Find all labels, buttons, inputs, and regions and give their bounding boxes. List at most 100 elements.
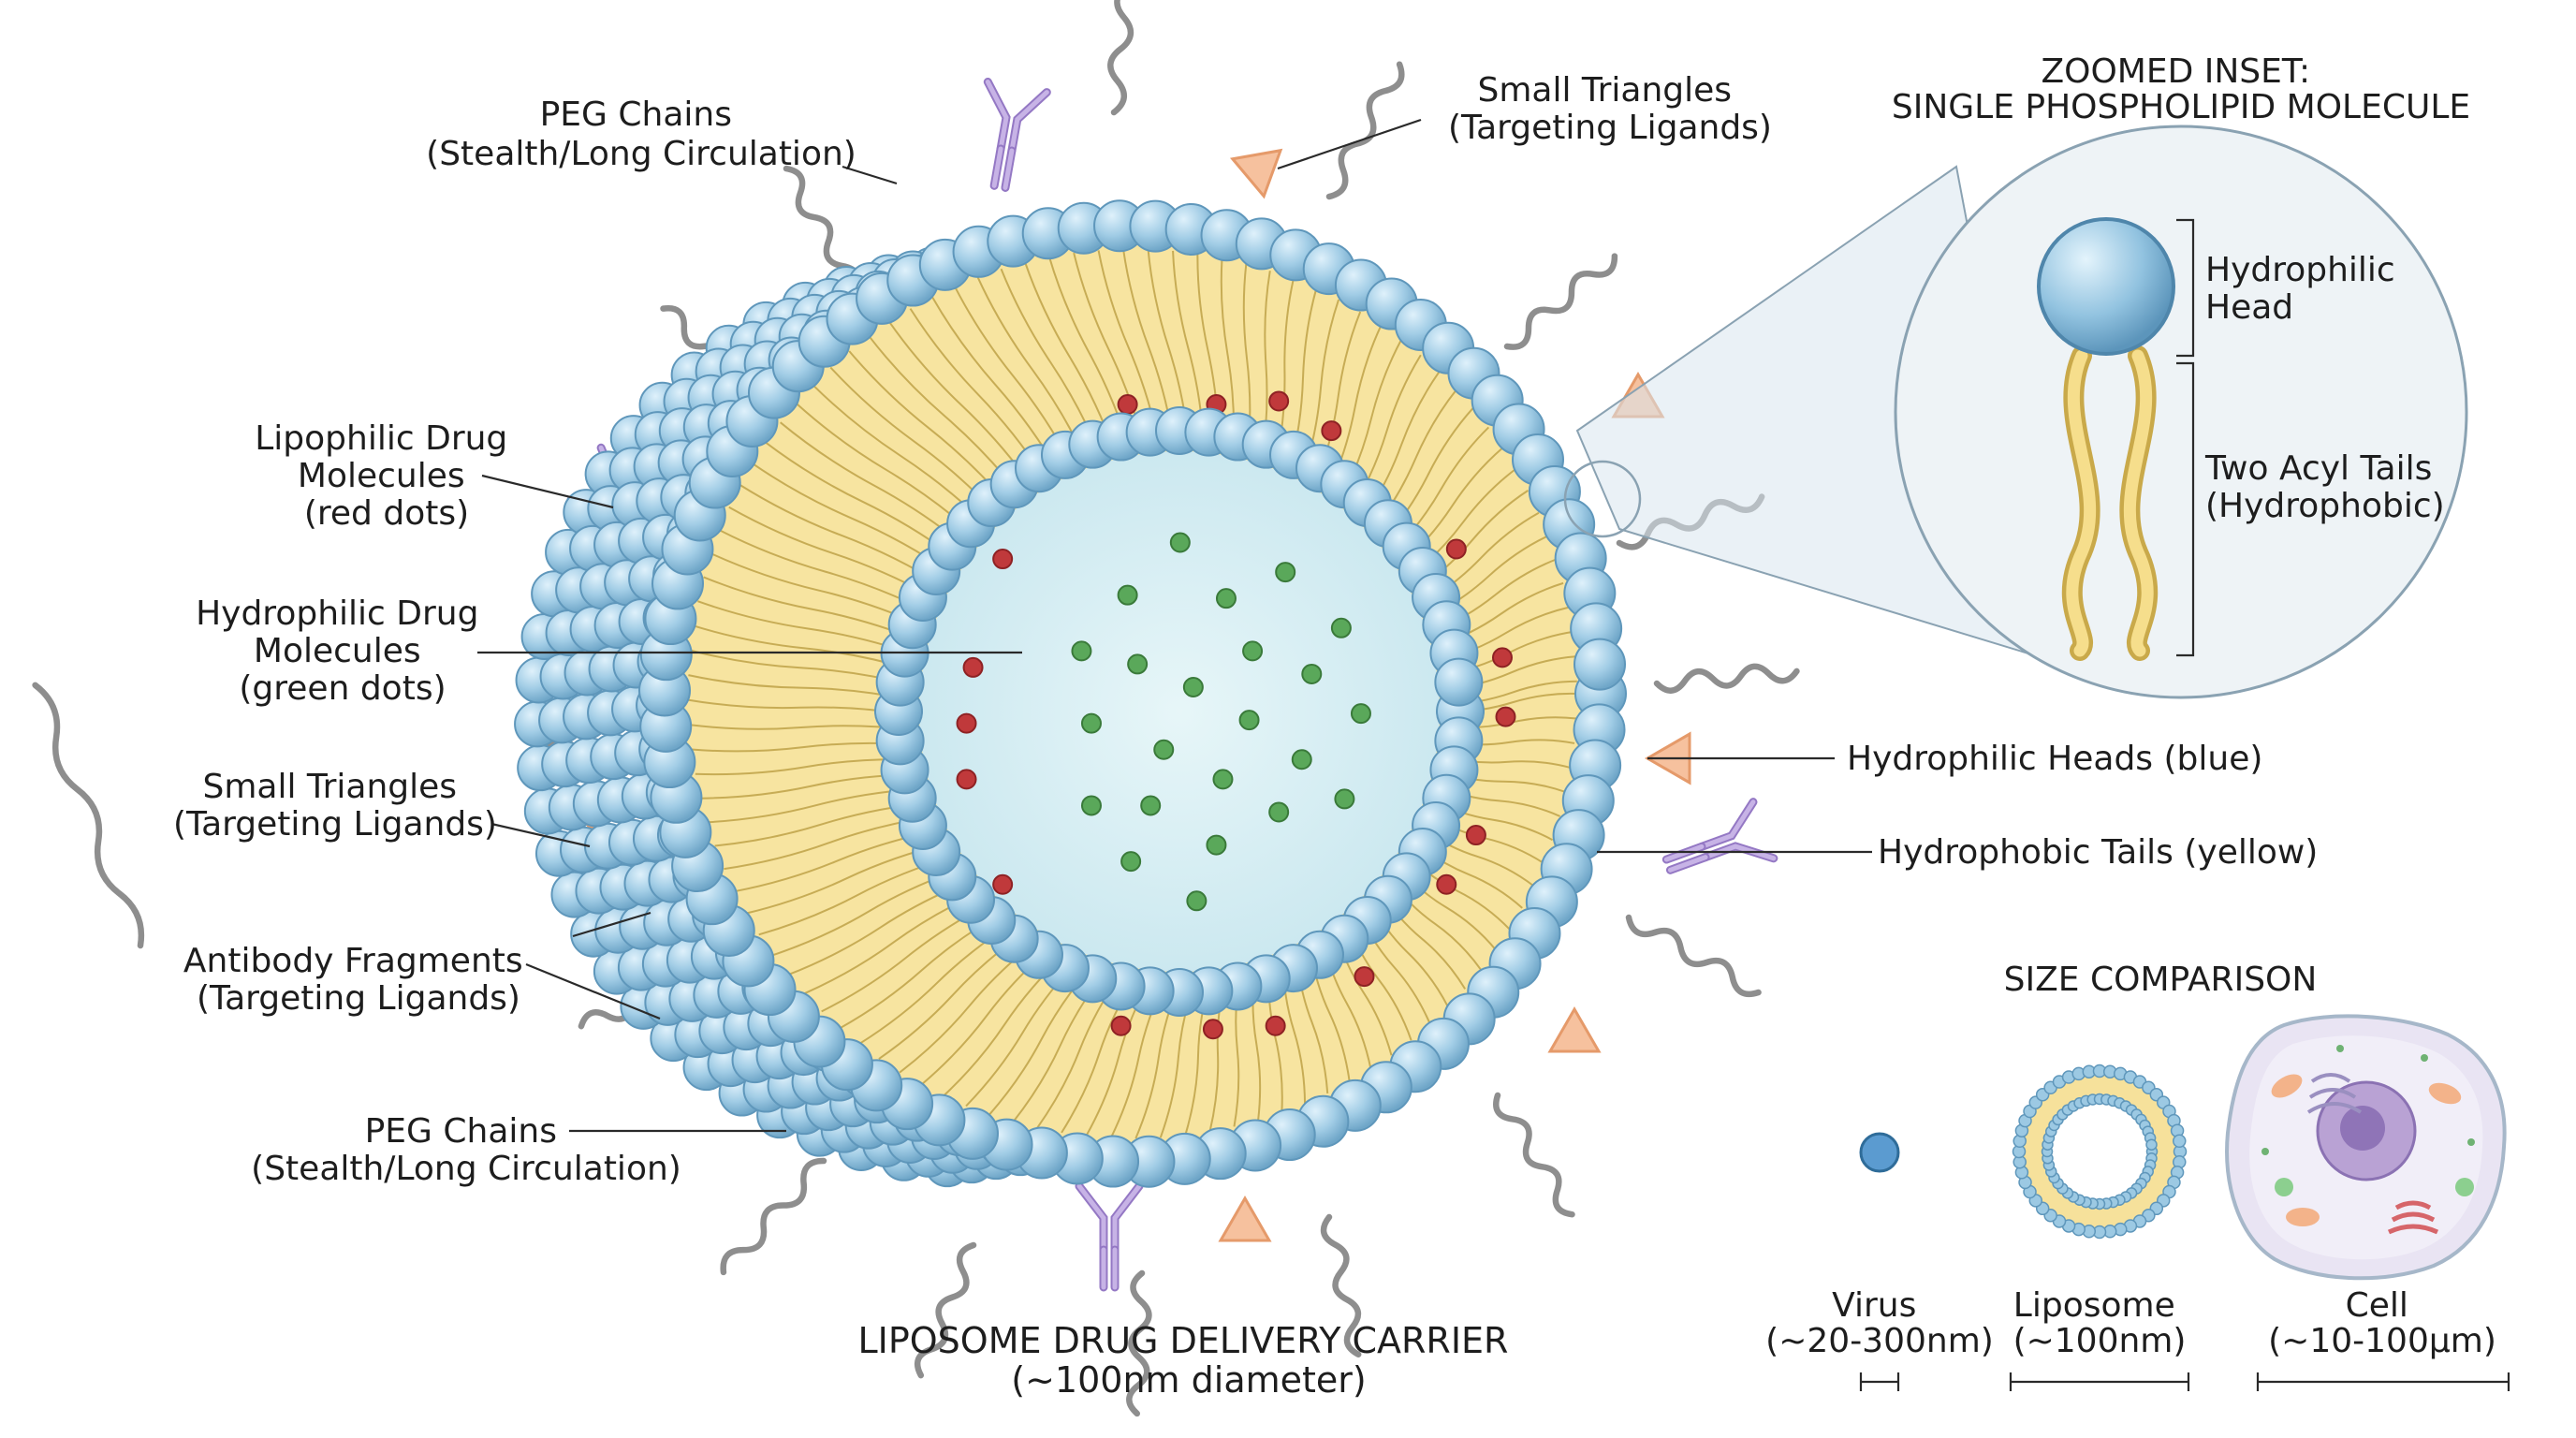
hydrophilic-drug-dot [1334,788,1355,810]
peg-chain [1107,0,1134,116]
hydrophilic-drug-dot [1238,710,1260,731]
acyl-tail-1-fill [2066,349,2097,657]
label-antibody-fragments: Antibody Fragments (Targeting Ligands) [183,942,534,1018]
hydrophilic-drug-dot [1127,653,1149,675]
label-peg-top: PEG Chains (Stealth/Long Circulation) [426,95,856,173]
drug-molecules [956,390,1516,1040]
label-hydrophilic-heads: Hydrophilic Heads (blue) [1847,740,2262,778]
inner-head-bead [1434,657,1484,707]
hydrophilic-drug-dot [1215,588,1237,609]
peg-chain [1493,1092,1575,1218]
hydrophilic-drug-dot [1169,532,1191,553]
virus-label: Virus (~20-300nm) [1765,1286,1994,1360]
lipophilic-drug-dot [1354,966,1375,988]
label-hydrophobic-tails: Hydrophobic Tails (yellow) [1878,833,2318,872]
antibody-stem-highlight [1101,1247,1118,1290]
hydrophilic-drug-dot [1301,663,1323,684]
inner-leaflet-heads [874,406,1485,1017]
lipophilic-drug-dot [1465,825,1486,846]
inset-tail-label: Two Acyl Tails (Hydrophobic) [2204,449,2445,525]
lipophilic-drug-dot [1268,390,1290,412]
antibody-fragment [1661,798,1778,874]
peg-chain [720,1157,827,1276]
label-peg-bottom: PEG Chains (Stealth/Long Circulation) [251,1112,681,1188]
lipophilic-drug-dot [956,712,977,734]
head-bracket [2176,218,2195,358]
leader-lines [477,118,1872,1133]
zoom-inset: Hydrophilic Head Two Acyl Tails (Hydroph… [1563,52,2470,699]
hydrophilic-drug-dot [1242,640,1264,662]
hydrophilic-drug-dot [1153,739,1175,760]
hydrophilic-drug-dot [1275,562,1296,583]
peg-chain [1320,1213,1362,1357]
size-comparison: SIZE COMPARISON Virus (~20-3 [1765,961,2510,1391]
lipophilic-drug-dot [1321,420,1342,442]
antibody-fragment [1075,1181,1144,1292]
lipophilic-drug-dot [992,549,1014,570]
antibody-arm [1697,798,1778,863]
lipophilic-drug-dot [992,873,1014,895]
peg-chain [1503,253,1618,350]
label-hydrophilic-drug: Hydrophilic Drug Molecules (green dots) [196,594,490,708]
hydrophilic-drug-dot [1120,851,1142,873]
hydrophilic-drug-dot [1186,890,1208,912]
lipophilic-drug-dot [1436,873,1457,895]
hydrophilic-drug-dot [1071,640,1092,662]
lipophilic-drug-dot [956,769,977,790]
hydrophilic-drug-dot [1268,801,1290,823]
inset-head-label: Hydrophilic Head [2205,251,2406,327]
label-triangles-left: Small Triangles (Targeting Ligands) [173,768,497,844]
mini-head-bead [2173,1134,2187,1149]
lipophilic-drug-dot [1495,706,1516,727]
antibody-arm-highlight [1699,800,1777,861]
label-triangles-top: Small Triangles (Targeting Ligands) [1448,71,1772,147]
peg-chain [32,682,145,949]
phospholipid-head [2037,217,2175,356]
targeting-triangle [1218,1195,1272,1242]
cell-label: Cell (~10-100µm) [2268,1286,2496,1360]
scale-bar-virus [1859,1372,1900,1391]
diagram-title: LIPOSOME DRUG DELIVERY CARRIER (~100nm d… [857,1320,1519,1401]
tail-line [689,724,914,731]
hydrophilic-drug-dot [1080,795,1102,816]
outer-head-bead [1573,638,1627,691]
antibody-stem-highlight [1663,844,1708,873]
tail-bracket [2176,361,2195,657]
lipophilic-drug-dot [1445,538,1467,560]
hydrophilic-drug-dot [1140,795,1162,816]
zoom-source-circle [1563,460,1642,538]
hydrophilic-drug-dot [1206,834,1227,856]
mini-head-bead [2145,1138,2158,1151]
outer-leaflet-heads [638,199,1627,1188]
antibody-fragment [983,77,1051,192]
acyl-tail-2-fill [2123,349,2154,657]
hydrophilic-drug-dot [1117,584,1138,606]
lipophilic-drug-dot [1491,647,1513,668]
aqueous-core [919,451,1440,972]
inset-title: ZOOMED INSET: SINGLE PHOSPHOLIPID MOLECU… [1892,52,2470,126]
lipophilic-drug-dot [1110,1015,1132,1036]
scale-bar-liposome [2009,1372,2190,1391]
tail-line [688,674,914,702]
peg-chain [914,1241,977,1379]
hydrophilic-drug-dot [1291,749,1312,770]
targeting-triangle [1229,148,1283,199]
lipophilic-drug-dot [1202,1019,1223,1040]
peg-chain [1325,61,1405,200]
peg-chain [1126,1269,1152,1417]
cell-icon [2225,1014,2507,1281]
label-lipophilic-drug: Lipophilic Drug Molecules (red dots) [255,419,519,533]
inset-circle [1894,125,2468,699]
lipophilic-drug-dot [1117,393,1138,415]
antibody-arm-highlight [1076,1183,1142,1253]
lipophilic-drug-dot [1265,1015,1286,1036]
liposome-size-label: Liposome (~100nm) [2013,1286,2187,1360]
hydrophilic-drug-dot [1330,617,1352,638]
hydrophilic-drug-dot [1212,769,1234,790]
antibody-stem-highlight [991,146,1015,190]
scale-bar-cell [2256,1372,2510,1391]
hydrophilic-drug-dot [1350,703,1371,725]
antibody-arm-highlight [985,79,1049,154]
lipophilic-drug-dot [962,656,984,678]
